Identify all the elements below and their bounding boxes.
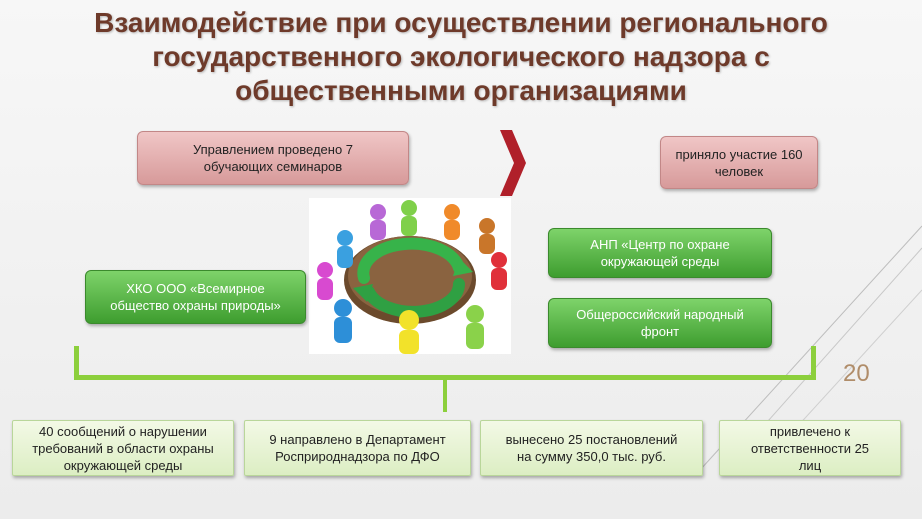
title-line-2: государственного экологического надзора … <box>152 41 770 72</box>
page-title: Взаимодействие при осуществлении региона… <box>0 6 922 108</box>
round-table-image <box>309 198 511 354</box>
bracket-right-arm <box>811 346 816 380</box>
org-text-onf: Общероссийский народный фронт <box>576 307 744 339</box>
org-box-anp: АНП «Центр по охране окружающей среды <box>548 228 772 278</box>
bracket-left-arm <box>74 346 79 380</box>
result-box-reports: 40 сообщений о нарушении требований в об… <box>12 420 234 476</box>
seminars-text: Управлением проведено 7 обучающих семина… <box>192 142 354 174</box>
seminars-box: Управлением проведено 7 обучающих семина… <box>137 131 409 185</box>
org-text-anp: АНП «Центр по охране окружающей среды <box>590 237 730 269</box>
result-text-reports: 40 сообщений о нарушении требований в об… <box>32 423 214 473</box>
org-box-onf: Общероссийский народный фронт <box>548 298 772 348</box>
title-line-1: Взаимодействие при осуществлении региона… <box>94 7 828 38</box>
org-text-wwf: ХКО ООО «Всемирное общество охраны приро… <box>110 281 281 313</box>
result-box-forwarded: 9 направлено в Департамент Росприроднадз… <box>244 420 471 476</box>
chevron-right-icon <box>500 130 526 196</box>
result-text-liable: привлечено к ответственности 25 лиц <box>750 423 870 473</box>
bracket-horizontal <box>74 375 816 380</box>
result-text-resolutions: вынесено 25 постановлений на сумму 350,0… <box>505 432 678 464</box>
title-line-3: общественными организациями <box>235 75 687 106</box>
participants-box: приняло участие 160 человек <box>660 136 818 189</box>
page-number: 20 <box>843 360 870 387</box>
result-box-liable: привлечено к ответственности 25 лиц <box>719 420 901 476</box>
org-box-wwf: ХКО ООО «Всемирное общество охраны приро… <box>85 270 306 324</box>
result-box-resolutions: вынесено 25 постановлений на сумму 350,0… <box>480 420 703 476</box>
result-text-forwarded: 9 направлено в Департамент Росприроднадз… <box>269 432 446 464</box>
bracket-stem <box>443 380 447 412</box>
participants-text: приняло участие 160 человек <box>675 146 803 179</box>
